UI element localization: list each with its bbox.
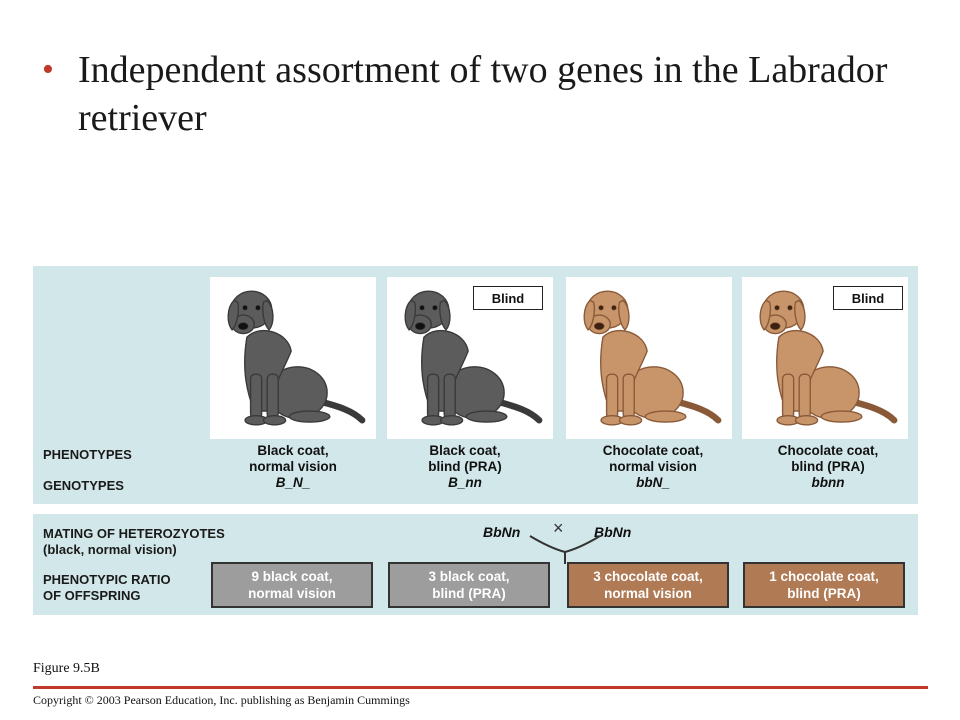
ratio-box-black-blind: 3 black coat, blind (PRA) <box>388 562 550 608</box>
phenotype-black-blind: Black coat, blind (PRA) B_nn <box>365 443 565 491</box>
phenotype-black-normal: Black coat, normal vision B_N_ <box>193 443 393 491</box>
ratio-line: blind (PRA) <box>787 586 861 601</box>
phenotype-line: blind (PRA) <box>791 459 865 474</box>
phenotype-line: Chocolate coat, <box>777 443 879 458</box>
ratio-label: PHENOTYPIC RATIO OF OFFSPRING <box>43 572 171 604</box>
phenotype-chocolate-blind: Chocolate coat, blind (PRA) bbnn <box>728 443 928 491</box>
genotype: B_N_ <box>275 475 311 490</box>
mating-label-line: (black, normal vision) <box>43 542 177 557</box>
phenotype-line: normal vision <box>249 459 337 474</box>
mating-label: MATING OF HETEROZYOTES (black, normal vi… <box>43 526 225 558</box>
phenotype-chocolate-normal: Chocolate coat, normal vision bbN_ <box>553 443 753 491</box>
black-labrador-icon <box>387 277 553 439</box>
footer-rule <box>33 686 928 689</box>
ratio-line: normal vision <box>604 586 692 601</box>
title-text: Independent assortment of two genes in t… <box>78 49 888 139</box>
ratio-box-black-normal: 9 black coat, normal vision <box>211 562 373 608</box>
chocolate-labrador-icon <box>742 277 908 439</box>
dog-card-black-normal <box>210 277 376 439</box>
title-bullet: • <box>42 51 54 88</box>
phenotype-line: Black coat, <box>257 443 329 458</box>
blind-tag: Blind <box>473 286 543 310</box>
cross-arrow-icon <box>529 535 601 564</box>
phenotypes-label: PHENOTYPES <box>43 447 132 462</box>
ratio-label-line: PHENOTYPIC RATIO <box>43 572 171 587</box>
mating-label-line: MATING OF HETEROZYOTES <box>43 526 225 541</box>
ratio-box-chocolate-normal: 3 chocolate coat, normal vision <box>567 562 729 608</box>
ratio-box-chocolate-blind: 1 chocolate coat, blind (PRA) <box>743 562 905 608</box>
slide-title: • Independent assortment of two genes in… <box>42 46 922 142</box>
dog-card-chocolate-normal <box>566 277 732 439</box>
ratio-label-line: OF OFFSPRING <box>43 588 141 603</box>
phenotype-line: Black coat, <box>429 443 501 458</box>
blind-tag: Blind <box>833 286 903 310</box>
ratio-line: 1 chocolate coat, <box>769 569 879 584</box>
black-labrador-icon <box>210 277 376 439</box>
genotype: bbN_ <box>636 475 670 490</box>
genotypes-label: GENOTYPES <box>43 478 124 493</box>
cross-symbol: × <box>553 518 564 538</box>
ratio-line: 3 chocolate coat, <box>593 569 703 584</box>
phenotype-line: blind (PRA) <box>428 459 502 474</box>
ratio-line: blind (PRA) <box>432 586 506 601</box>
genotype: bbnn <box>811 475 845 490</box>
figure-caption: Figure 9.5B <box>33 661 100 676</box>
parent1-genotype: BbNn <box>483 524 521 540</box>
chocolate-labrador-icon <box>566 277 732 439</box>
ratio-line: normal vision <box>248 586 336 601</box>
phenotype-line: Chocolate coat, <box>602 443 704 458</box>
ratio-line: 3 black coat, <box>428 569 510 584</box>
ratio-line: 9 black coat, <box>251 569 333 584</box>
genotype: B_nn <box>448 475 482 490</box>
phenotype-line: normal vision <box>609 459 697 474</box>
copyright-notice: Copyright © 2003 Pearson Education, Inc.… <box>33 693 410 707</box>
parent2-genotype: BbNn <box>594 524 632 540</box>
